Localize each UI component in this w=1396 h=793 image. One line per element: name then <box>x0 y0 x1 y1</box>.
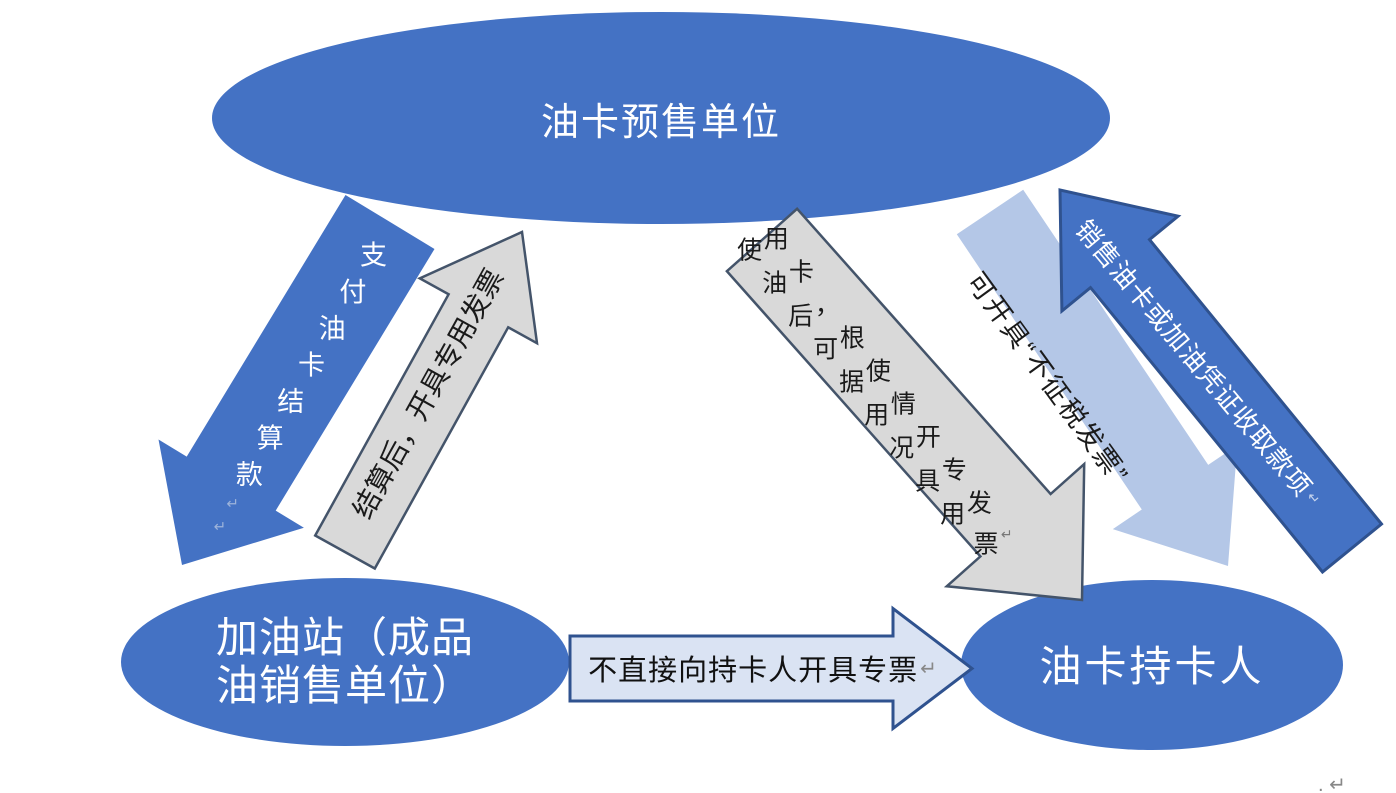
node-presale-ellipse <box>212 12 1110 224</box>
arrow-no-direct-invoice <box>568 605 975 732</box>
arrow-sell-collect <box>1058 188 1384 575</box>
node-station-ellipse <box>121 578 569 746</box>
node-holder-ellipse <box>961 580 1343 750</box>
arrow-pay-settlement <box>158 195 435 565</box>
arrow-nontax-invoice <box>956 189 1238 566</box>
arrow-usage-invoice <box>725 207 1086 602</box>
arrow-issue-special-invoice <box>313 230 539 571</box>
